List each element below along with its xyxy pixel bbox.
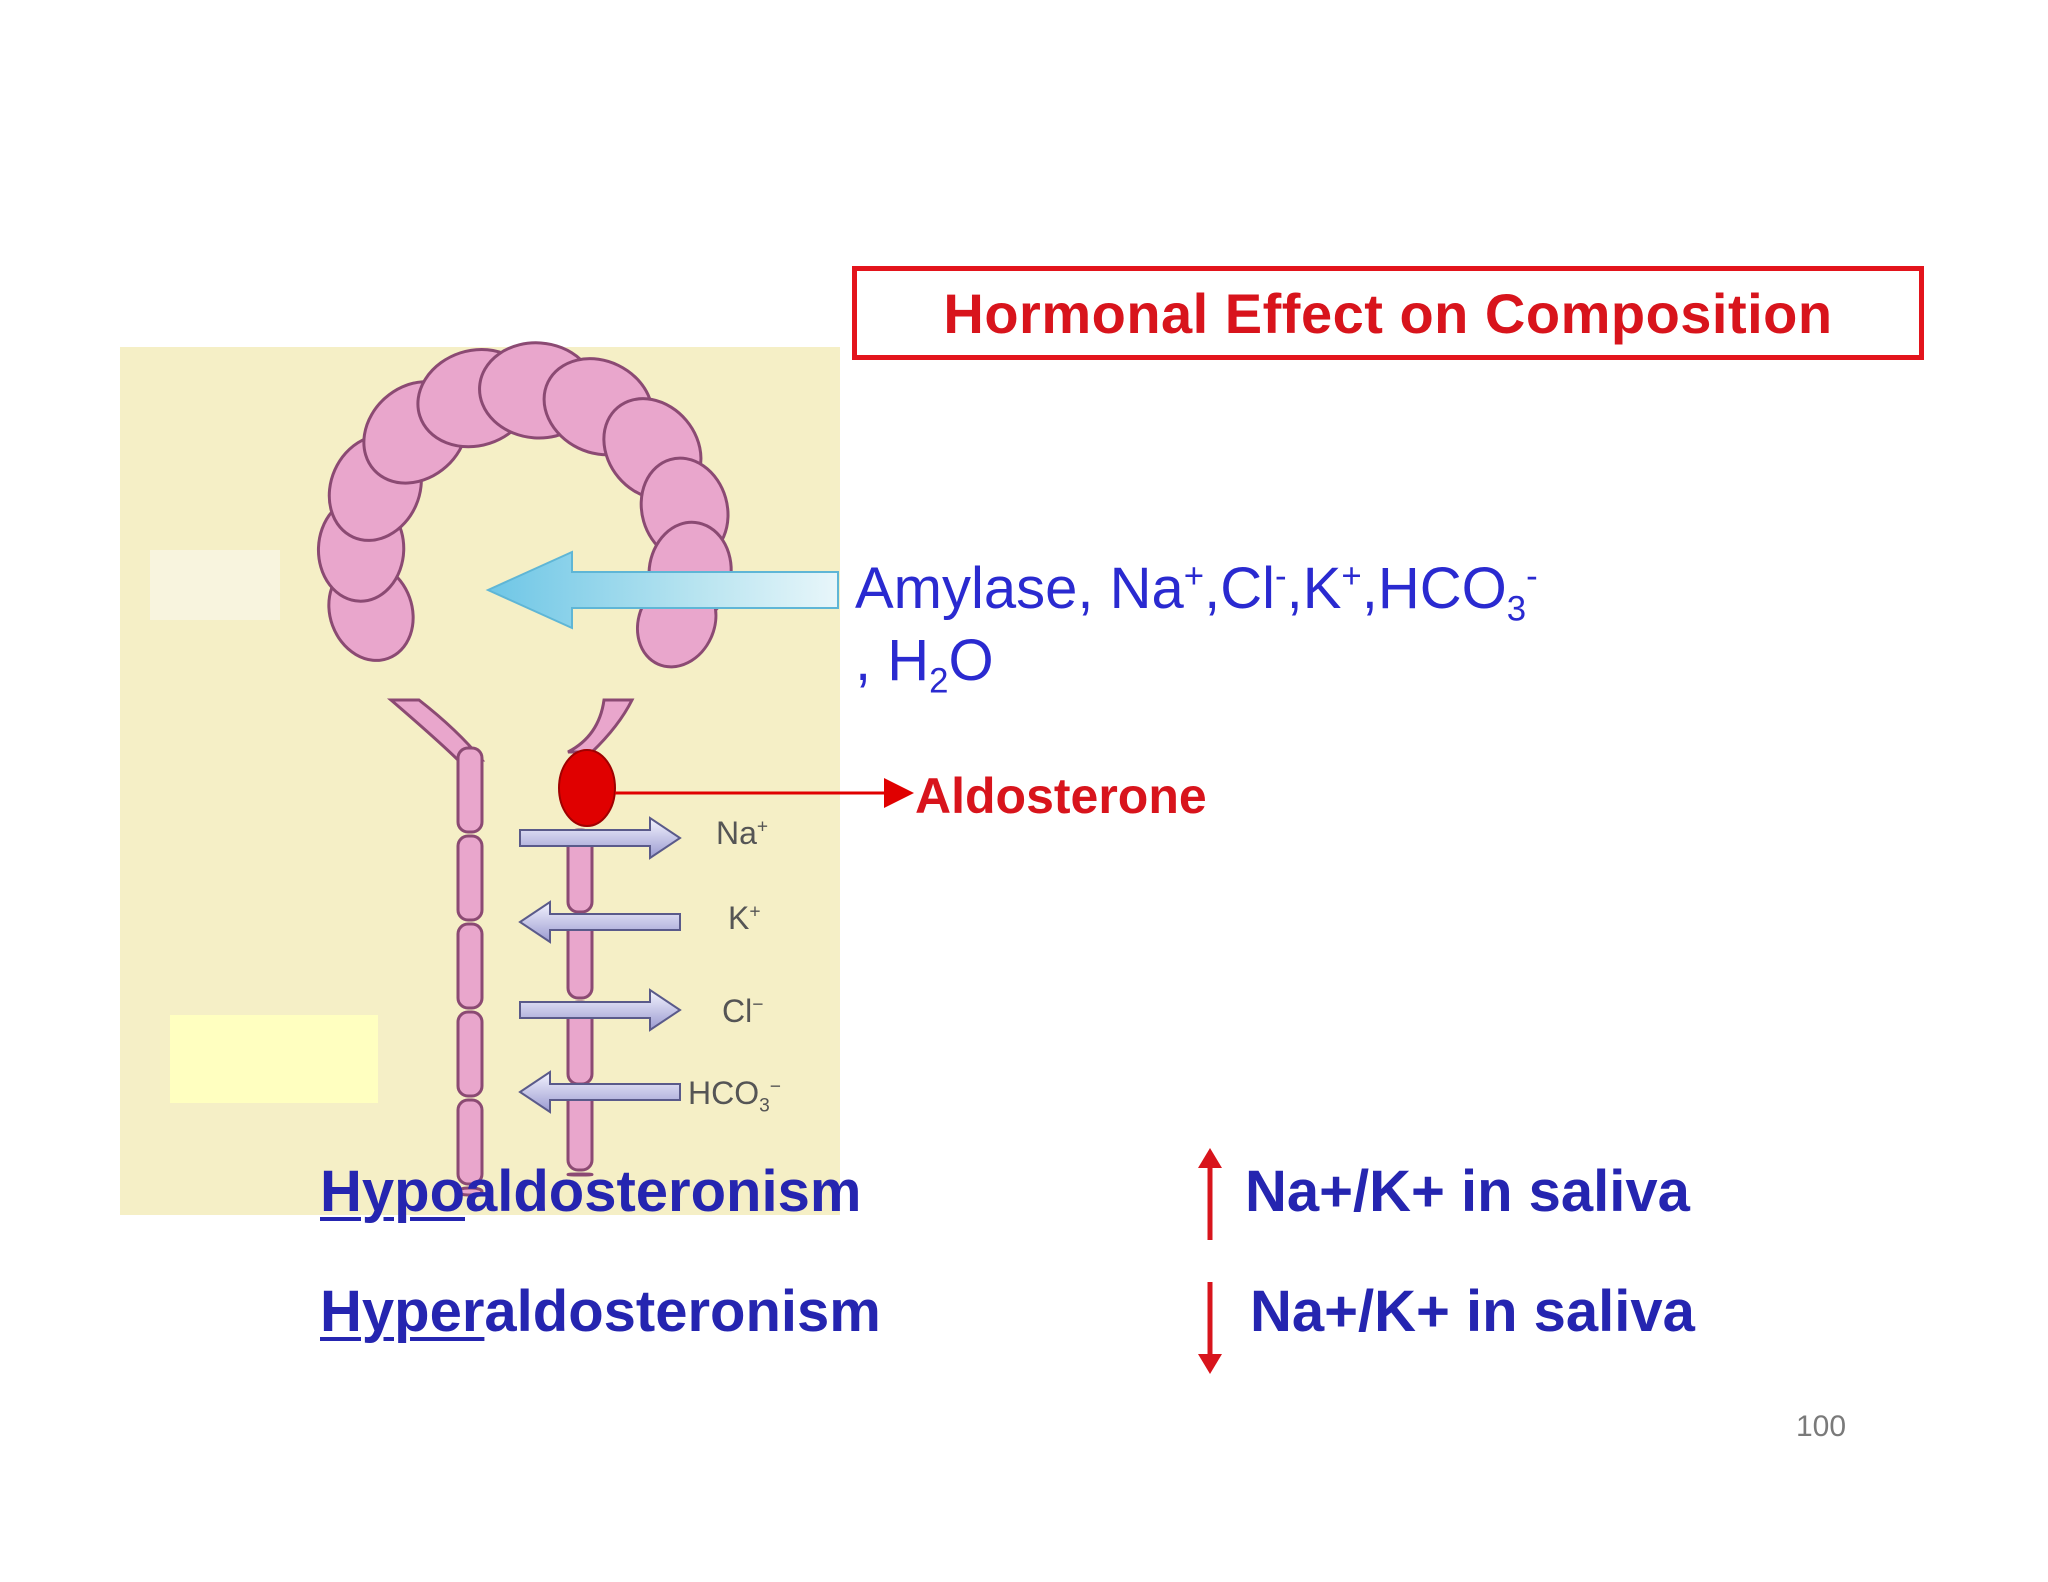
condition-hypoaldosteronism: Hypoaldosteronism — [320, 1158, 861, 1225]
superscript: + — [756, 816, 769, 838]
superscript: + — [1183, 556, 1205, 596]
ion-text: HCO — [688, 1075, 760, 1111]
secretion-text: ,K — [1286, 556, 1342, 621]
page-number: 100 — [1796, 1410, 1847, 1443]
condition-hyperaldosteronism: Hyperaldosteronism — [320, 1278, 881, 1345]
secretion-components-line1: Amylase, Na+,Cl-,K+,HCO3- — [855, 555, 1538, 630]
duct-cell — [456, 1098, 484, 1186]
down-arrow-icon — [1198, 1282, 1222, 1374]
superscript: − — [752, 994, 764, 1016]
ion-label-k: K+ — [728, 900, 761, 937]
ion-arrow-left — [518, 1070, 681, 1114]
ion-text: K — [728, 900, 750, 936]
slide-title: Hormonal Effect on Composition — [943, 281, 1833, 345]
duct-right-wall — [566, 828, 594, 1177]
up-arrow-icon — [1198, 1148, 1222, 1240]
duct-cell — [456, 922, 484, 1010]
subscript: 3 — [759, 1095, 770, 1117]
ion-label-hco3: HCO3− — [688, 1075, 781, 1117]
secretion-text: Amylase, Na — [855, 556, 1184, 621]
duct-cell — [456, 1010, 484, 1098]
ion-arrow-right — [519, 816, 682, 860]
superscript: + — [1341, 556, 1362, 596]
ion-transport-arrows — [518, 816, 682, 1114]
subscript: 2 — [929, 661, 949, 701]
aldosterone-label: Aldosterone — [915, 768, 1207, 824]
duct-cell — [456, 834, 484, 922]
duct-cell — [456, 746, 484, 834]
ion-label-cl: Cl− — [722, 993, 763, 1030]
condition-prefix: Hypo — [320, 1159, 465, 1224]
superscript: − — [769, 1076, 781, 1098]
aldosterone-receptor — [558, 749, 616, 827]
condition-prefix: Hyper — [320, 1279, 485, 1344]
ion-arrow-right — [519, 988, 682, 1032]
subscript: 3 — [1506, 589, 1527, 629]
condition-suffix: aldosteronism — [465, 1159, 862, 1224]
duct-cell — [456, 1186, 484, 1197]
secretion-text: ,HCO — [1361, 556, 1507, 621]
ion-text: Na — [716, 815, 757, 851]
secretion-text: , H — [855, 628, 930, 693]
ion-arrow-left — [518, 900, 681, 944]
secretion-text: O — [948, 628, 994, 693]
effect-hyper-text: Na+/K+ in saliva — [1250, 1279, 1695, 1344]
faded-box — [150, 550, 280, 620]
secretion-text: ,Cl — [1204, 556, 1275, 621]
secretion-arrow — [485, 550, 839, 630]
condition-suffix: aldosteronism — [484, 1279, 881, 1344]
effect-hypo-text: Na+/K+ in saliva — [1245, 1159, 1690, 1224]
duct-cell — [566, 1172, 594, 1177]
superscript: + — [749, 901, 761, 923]
superscript: - — [1275, 556, 1287, 596]
duct-left-wall — [456, 746, 484, 1197]
secretion-components-line2: , H2O — [855, 627, 994, 702]
acinus-cells — [316, 341, 733, 762]
highlight-box — [170, 1015, 378, 1103]
ion-text: Cl — [722, 993, 753, 1029]
superscript: - — [1526, 556, 1538, 596]
ion-label-na: Na+ — [716, 815, 768, 852]
title-box: Hormonal Effect on Composition — [852, 266, 1924, 360]
